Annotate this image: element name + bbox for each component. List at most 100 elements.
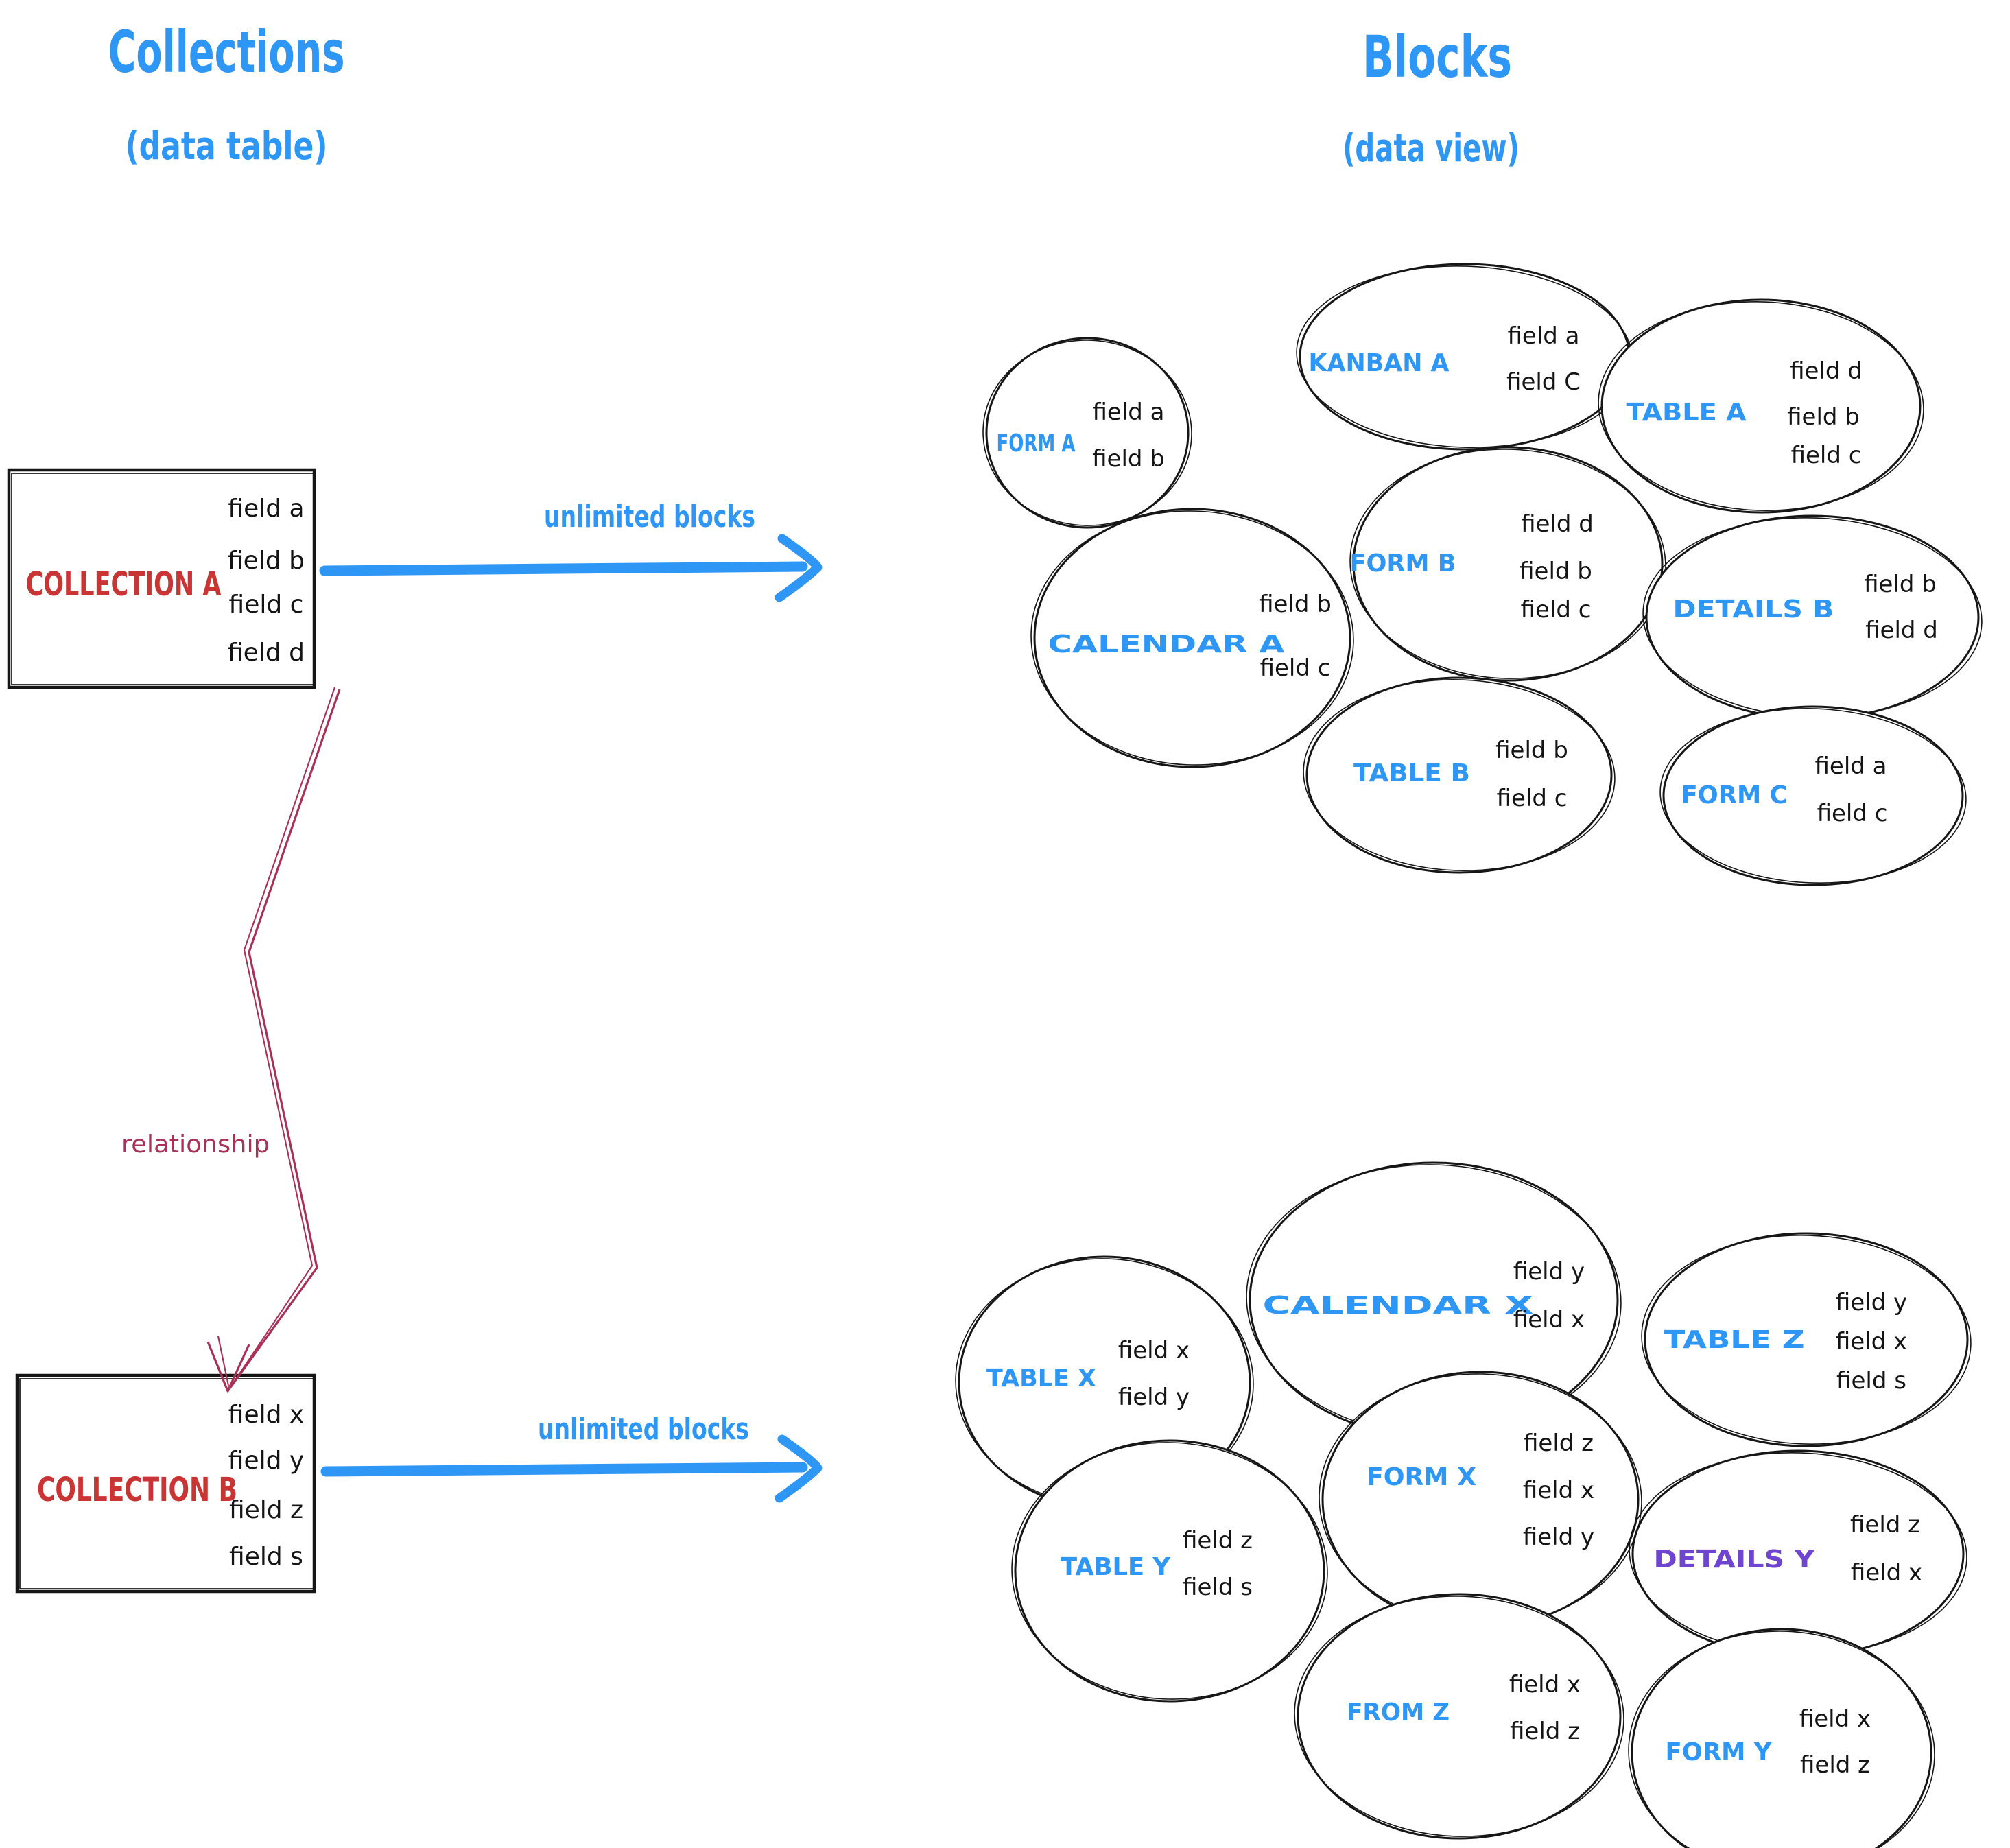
unlimited-blocks-arrow-top-label: unlimited blocks bbox=[544, 499, 755, 534]
block-table-a-field: field d bbox=[1790, 357, 1863, 385]
block-table-z-ellipse bbox=[1644, 1232, 1969, 1447]
relationship-arrow-line-sketch bbox=[227, 687, 335, 1392]
collection-a-field: field d bbox=[228, 639, 305, 667]
block-table-b-field: field b bbox=[1495, 737, 1568, 764]
block-table-x-field: field y bbox=[1118, 1384, 1190, 1411]
block-kanban-a-label: KANBAN A bbox=[1309, 349, 1450, 377]
block-form-y-field: field x bbox=[1799, 1705, 1871, 1733]
block-from-z-ellipse-sketch bbox=[1294, 1596, 1624, 1837]
block-form-a-label: FORM A bbox=[997, 429, 1076, 458]
block-form-b-label: FORM B bbox=[1350, 549, 1456, 578]
block-calendar-x-label: CALENDAR X bbox=[1263, 1292, 1534, 1320]
unlimited-blocks-arrow-bottom-head-icon bbox=[775, 1434, 823, 1503]
block-table-b-ellipse-sketch bbox=[1303, 679, 1616, 871]
collection-a-field: field a bbox=[228, 495, 304, 523]
block-form-a-ellipse bbox=[985, 337, 1190, 529]
collection-b-field: field y bbox=[228, 1447, 304, 1475]
block-form-c-field: field c bbox=[1817, 800, 1888, 827]
block-table-x-field: field x bbox=[1118, 1337, 1190, 1364]
block-calendar-a-label: CALENDAR A bbox=[1048, 630, 1285, 659]
block-form-a-field: field b bbox=[1092, 445, 1165, 473]
collection-b-box bbox=[15, 1373, 316, 1594]
block-details-b-field: field d bbox=[1865, 617, 1938, 644]
unlimited-blocks-arrow-top-head-icon bbox=[775, 534, 823, 602]
block-form-b-field: field d bbox=[1521, 510, 1594, 538]
block-table-a-field: field c bbox=[1791, 442, 1862, 469]
block-from-z-field: field z bbox=[1510, 1718, 1580, 1745]
relationship-arrow-line bbox=[226, 689, 341, 1392]
block-calendar-a-ellipse bbox=[1033, 508, 1351, 768]
block-details-b-label: DETAILS B bbox=[1673, 595, 1834, 624]
block-details-y-label: DETAILS Y bbox=[1654, 1545, 1816, 1574]
block-table-a-ellipse-sketch bbox=[1598, 301, 1924, 511]
block-calendar-a-ellipse-sketch bbox=[1030, 510, 1354, 766]
collection-a-field: field b bbox=[228, 547, 305, 575]
block-table-y-label: TABLE Y bbox=[1061, 1553, 1171, 1581]
block-form-y-label: FORM Y bbox=[1666, 1738, 1773, 1766]
block-form-x-field: field z bbox=[1524, 1430, 1594, 1457]
block-table-z-label: TABLE Z bbox=[1664, 1326, 1805, 1354]
block-from-z-ellipse bbox=[1297, 1593, 1622, 1840]
collections-title: Collections bbox=[108, 19, 345, 86]
block-form-a-ellipse-sketch bbox=[982, 340, 1192, 526]
block-table-z-field: field x bbox=[1836, 1328, 1907, 1355]
block-kanban-a-field: field a bbox=[1507, 322, 1579, 350]
block-from-z-label: FROM Z bbox=[1347, 1698, 1450, 1727]
block-table-a-ellipse bbox=[1600, 298, 1922, 514]
block-form-b-field: field c bbox=[1521, 596, 1592, 624]
block-table-a-label: TABLE A bbox=[1627, 399, 1747, 427]
collection-b-label: COLLECTION B bbox=[37, 1471, 237, 1509]
block-form-b-ellipse bbox=[1352, 446, 1664, 682]
block-form-b-field: field b bbox=[1520, 558, 1592, 585]
block-form-y-ellipse bbox=[1631, 1628, 1932, 1848]
block-table-x-label: TABLE X bbox=[986, 1364, 1096, 1393]
blocks-subtitle: (data view) bbox=[1343, 126, 1520, 171]
block-form-c-field: field a bbox=[1814, 753, 1887, 780]
collections-subtitle: (data table) bbox=[126, 124, 328, 169]
block-form-c-ellipse bbox=[1662, 705, 1964, 886]
block-form-x-field: field y bbox=[1523, 1524, 1594, 1551]
block-table-y-field: field z bbox=[1183, 1527, 1253, 1554]
block-table-z-ellipse-sketch bbox=[1641, 1235, 1972, 1445]
collection-b-field: field z bbox=[229, 1496, 303, 1524]
block-kanban-a-field: field C bbox=[1506, 368, 1581, 396]
block-table-z-field: field s bbox=[1836, 1367, 1906, 1395]
collection-b-field: field s bbox=[229, 1543, 303, 1571]
block-details-y-field: field x bbox=[1851, 1559, 1922, 1587]
block-table-a-field: field b bbox=[1787, 403, 1860, 431]
unlimited-blocks-arrow-bottom-label: unlimited blocks bbox=[538, 1412, 749, 1447]
block-table-b-ellipse bbox=[1305, 676, 1613, 874]
collection-b-box-sketch bbox=[19, 1378, 316, 1589]
block-from-z-field: field x bbox=[1509, 1671, 1581, 1698]
unlimited-blocks-arrow-top-shaft bbox=[319, 561, 808, 576]
block-calendar-x-field: field y bbox=[1513, 1258, 1585, 1286]
block-form-x-field: field x bbox=[1523, 1477, 1594, 1504]
blocks-title: Blocks bbox=[1362, 23, 1512, 91]
block-table-y-ellipse-sketch bbox=[1011, 1442, 1328, 1700]
block-form-x-label: FORM X bbox=[1367, 1463, 1476, 1491]
relationship-label: relationship bbox=[121, 1130, 270, 1159]
block-calendar-a-field: field c bbox=[1260, 654, 1331, 682]
block-form-a-field: field a bbox=[1092, 399, 1164, 426]
block-table-y-field: field s bbox=[1183, 1574, 1253, 1601]
collection-a-box-sketch bbox=[11, 473, 316, 685]
collection-a-field: field c bbox=[229, 591, 304, 619]
block-form-c-label: FORM C bbox=[1681, 781, 1788, 809]
block-details-b-field: field b bbox=[1864, 571, 1937, 598]
block-form-c-ellipse-sketch bbox=[1659, 708, 1967, 884]
collection-a-label: COLLECTION A bbox=[26, 565, 222, 604]
block-calendar-x-field: field x bbox=[1513, 1306, 1585, 1334]
relationship-arrowhead-sketch bbox=[217, 1336, 230, 1386]
relationship-arrowhead-icon bbox=[206, 1341, 250, 1393]
block-calendar-a-field: field b bbox=[1259, 591, 1332, 618]
collection-b-field: field x bbox=[228, 1401, 304, 1429]
block-details-y-field: field z bbox=[1850, 1511, 1920, 1539]
collection-a-box bbox=[7, 468, 316, 689]
block-form-y-field: field z bbox=[1800, 1751, 1870, 1779]
block-form-y-ellipse-sketch bbox=[1628, 1631, 1935, 1848]
unlimited-blocks-arrow-bottom-shaft bbox=[320, 1462, 808, 1477]
block-table-y-ellipse bbox=[1014, 1439, 1325, 1703]
block-table-b-field: field c bbox=[1497, 785, 1568, 812]
